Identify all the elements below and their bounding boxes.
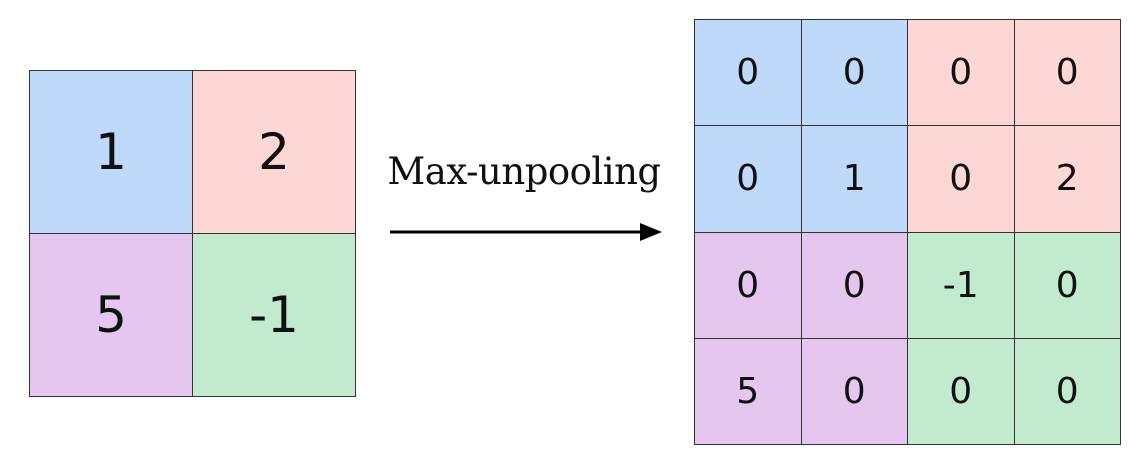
output-cell: 2 — [1014, 126, 1121, 233]
output-cell: 0 — [1014, 232, 1121, 339]
output-cell: 5 — [695, 338, 802, 445]
output-cell: 0 — [695, 126, 802, 233]
operation-label: Max-unpooling — [387, 150, 661, 193]
output-cell: 0 — [801, 232, 908, 339]
output-cell: 0 — [801, 20, 908, 127]
input-cell: 1 — [30, 71, 193, 234]
output-cell: 0 — [1014, 20, 1121, 127]
output-cell: 0 — [695, 232, 802, 339]
output-grid: 0 0 0 0 0 1 0 2 0 0 -1 0 5 0 0 0 — [694, 19, 1121, 445]
output-cell: 0 — [908, 338, 1015, 445]
output-cell: 0 — [801, 338, 908, 445]
output-cell: 0 — [695, 20, 802, 127]
output-cell: 0 — [908, 20, 1015, 127]
output-cell: -1 — [908, 232, 1015, 339]
input-cell: 2 — [193, 71, 356, 234]
input-grid: 1 2 5 -1 — [29, 70, 356, 397]
input-cell: 5 — [30, 234, 193, 397]
output-cell: 0 — [1014, 338, 1121, 445]
output-cell: 0 — [908, 126, 1015, 233]
input-cell: -1 — [193, 234, 356, 397]
output-cell: 1 — [801, 126, 908, 233]
arrow-right-icon — [390, 223, 662, 241]
